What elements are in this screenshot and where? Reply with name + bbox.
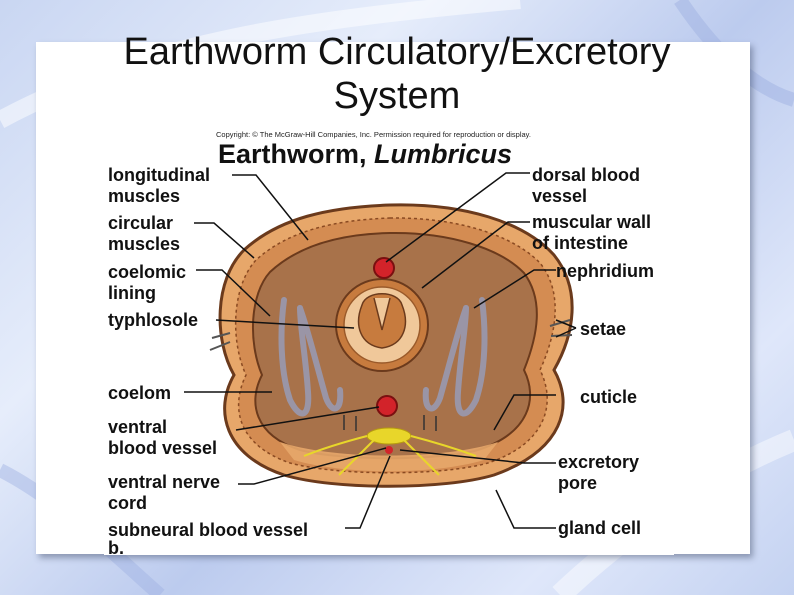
label-excretory-pore: excretory pore [558, 452, 644, 493]
label-muscular-wall-line-2: of intestine [532, 233, 628, 253]
typhlosole-fold [357, 293, 407, 349]
label-excretory-line-2: pore [558, 473, 597, 493]
label-ventral-blood-vessel: ventral blood vessel [108, 417, 217, 458]
label-ventral-bv-line-1: ventral [108, 417, 167, 437]
leader-lines [184, 172, 577, 529]
slide-title: Earthworm Circulatory/Excretory System [0, 30, 794, 118]
label-longitudinal-muscles: longitudinal muscles [108, 165, 215, 206]
label-dorsal-blood-vessel: dorsal blood vessel [532, 165, 645, 206]
earthworm-diagram: Copyright: © The McGraw-Hill Companies, … [108, 130, 656, 555]
ventral-nerve-cord [303, 427, 477, 476]
label-coelom: coelom [108, 383, 171, 403]
label-nephridium: nephridium [556, 261, 654, 281]
panel-letter: b. [108, 538, 124, 555]
nephridium-right [422, 297, 488, 417]
label-setae: setae [580, 319, 626, 339]
label-ventral-nerve-cord: ventral nerve cord [108, 472, 225, 513]
slide-title-line-2: System [333, 75, 461, 117]
label-excretory-line-1: excretory [558, 452, 639, 472]
label-circular-line-1: circular [108, 213, 173, 233]
label-longitudinal-line-1: longitudinal [108, 165, 210, 185]
figure-title-italic: Lumbricus [374, 139, 512, 169]
label-subneural-blood-vessel: subneural blood vessel [108, 520, 308, 540]
earthworm-cross-section-figure: Copyright: © The McGraw-Hill Companies, … [104, 130, 674, 555]
seta-ventral-left [343, 415, 357, 431]
copyright-notice: Copyright: © The McGraw-Hill Companies, … [216, 130, 531, 139]
label-muscular-wall-line-1: muscular wall [532, 212, 651, 232]
label-coelomic-line-1: coelomic [108, 262, 186, 282]
label-circular-muscles: circular muscles [108, 213, 180, 254]
label-dorsal-line-2: vessel [532, 186, 587, 206]
label-longitudinal-line-2: muscles [108, 186, 180, 206]
subneural-blood-vessel [385, 446, 393, 454]
intestine-lining [343, 286, 421, 364]
seta-ventral-right [423, 415, 437, 431]
slide-title-line-1: Earthworm Circulatory/Excretory [123, 31, 671, 73]
dorsal-blood-vessel [373, 257, 395, 279]
label-cuticle: cuticle [580, 387, 637, 407]
nephridium-left [278, 297, 344, 417]
label-coelomic-lining: coelomic lining [108, 262, 191, 303]
intestine [335, 278, 429, 372]
seta-right [549, 319, 573, 337]
label-muscular-wall-of-intestine: muscular wall of intestine [532, 212, 656, 253]
figure-title: Earthworm, Lumbricus [218, 139, 512, 169]
ventral-blood-vessel [376, 395, 398, 417]
label-dorsal-line-1: dorsal blood [532, 165, 640, 185]
label-gland-cell: gland cell [558, 518, 641, 538]
label-ventral-bv-line-2: blood vessel [108, 438, 217, 458]
label-nerve-cord-line-2: cord [108, 493, 147, 513]
label-typhlosole: typhlosole [108, 310, 198, 330]
seta-left [209, 332, 231, 351]
label-nerve-cord-line-1: ventral nerve [108, 472, 220, 492]
label-coelomic-line-2: lining [108, 283, 156, 303]
label-circular-line-2: muscles [108, 234, 180, 254]
figure-title-plain: Earthworm, [218, 139, 374, 169]
